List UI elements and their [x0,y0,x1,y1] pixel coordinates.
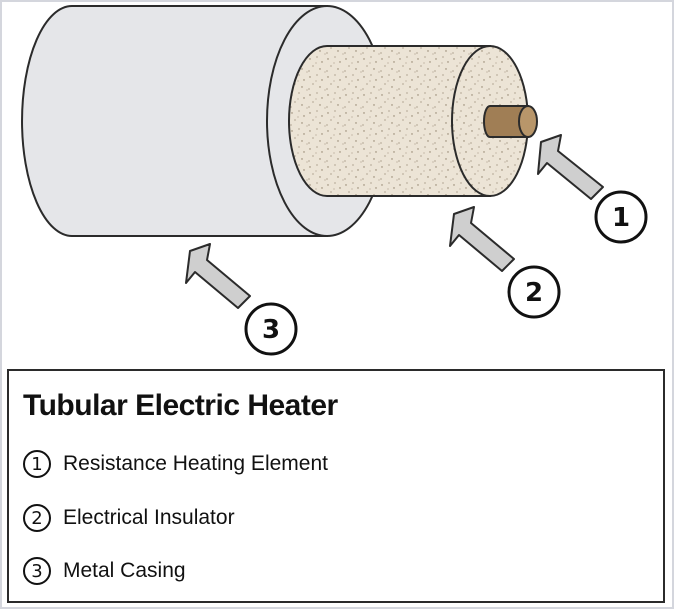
callout-2: 2 [507,265,561,319]
arrow-3 [185,243,251,309]
svg-text:3: 3 [262,315,280,345]
svg-text:1: 1 [612,203,630,233]
arrow-1 [537,134,604,200]
callout-1: 1 [594,190,648,244]
svg-text:2: 2 [525,278,543,308]
legend-number-3: 3 [23,557,51,585]
legend-number-2: 2 [23,504,51,532]
heater-diagram: 1 2 3 [21,5,648,356]
legend-label-2: Electrical Insulator [63,506,235,529]
legend-item-1: 1 Resistance Heating Element [23,450,328,478]
legend-label-1: Resistance Heating Element [63,452,328,475]
callout-3: 3 [244,302,298,356]
legend-number-1: 1 [23,450,51,478]
arrow-2 [449,206,515,272]
heating-element [483,105,538,138]
legend-label-3: Metal Casing [63,559,186,582]
legend-title: Tubular Electric Heater [23,389,338,422]
legend-box: Tubular Electric Heater 1 Resistance Hea… [7,369,665,603]
legend-item-3: 3 Metal Casing [23,557,186,585]
legend-item-2: 2 Electrical Insulator [23,504,235,532]
